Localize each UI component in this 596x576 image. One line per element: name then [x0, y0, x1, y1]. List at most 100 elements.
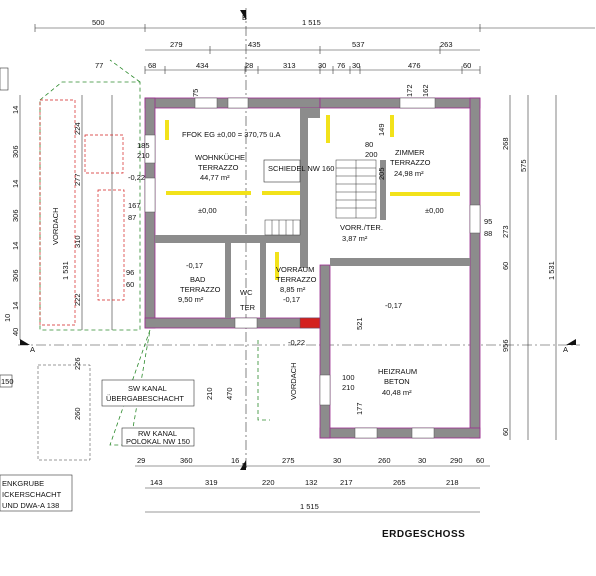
terrace-left-outline — [39, 99, 76, 326]
opening-470: 210 — [205, 387, 214, 400]
dim-bottom-217: 217 — [340, 478, 353, 487]
dim-bottom-260: 260 — [378, 456, 391, 465]
dim-left-306b: 306 — [11, 209, 20, 222]
level-heizraum: -0,17 — [385, 301, 402, 310]
opening-205: 205 — [377, 167, 386, 180]
section-arrow-b-top — [240, 10, 246, 20]
wc-floor: TER — [240, 303, 256, 312]
dim-top-30a: 30 — [318, 61, 326, 70]
dim-bottom-290: 290 — [450, 456, 463, 465]
vorr-ter-name: VORR./TER. — [340, 223, 383, 232]
vorr-ter-area: 3,87 m² — [342, 234, 368, 243]
section-mark-b-top: B — [242, 13, 247, 22]
dim-top-30b: 30 — [352, 61, 360, 70]
wohnkueche-area: 44,77 m² — [200, 173, 230, 182]
zimmer-name: ZIMMER — [395, 148, 425, 157]
opening-60: 60 — [126, 280, 134, 289]
dim-left-10: 10 — [3, 314, 12, 322]
dim-top-476: 476 — [408, 61, 421, 70]
dim-top-435: 435 — [248, 40, 261, 49]
dim-bottom-60: 60 — [476, 456, 484, 465]
opening-260: 226 — [73, 357, 82, 370]
wohnkueche-floor: TERRAZZO — [198, 163, 239, 172]
opening-172: 172 — [405, 84, 414, 97]
heizraum-floor: BETON — [384, 377, 410, 386]
planter-2 — [97, 189, 125, 301]
sw-kanal-line2: ÜBERGABESCHACHT — [106, 394, 184, 403]
opening-200: 200 — [365, 150, 378, 159]
wc-name: WC — [240, 288, 253, 297]
section-mark-b-bottom: B — [242, 461, 247, 470]
senkgrube-box: ENKGRUBE ICKERSCHACHT UND DWA-A 138 — [0, 474, 73, 512]
wohnkueche-name: WOHNKÜCHE — [195, 153, 245, 162]
vordach-left-label: VORDACH — [51, 207, 60, 245]
opening-210b: 210 — [342, 383, 355, 392]
dim-left-306a: 306 — [11, 145, 20, 158]
dim-bottom-220: 220 — [262, 478, 275, 487]
section-arrow-a-right — [566, 339, 576, 345]
dim-bottom-218: 218 — [446, 478, 459, 487]
dim-bottom-319: 319 — [205, 478, 218, 487]
rw-kanal-line1: RW KANAL — [138, 429, 177, 438]
opening-177: 177 — [355, 402, 364, 415]
vorraum-floor: TERRAZZO — [276, 275, 317, 284]
dim-bottom-275: 275 — [282, 456, 295, 465]
dim-bottom-143: 143 — [150, 478, 163, 487]
opening-210a: 210 — [137, 151, 150, 160]
chimney — [263, 159, 301, 183]
dimension-chains-right — [509, 95, 557, 440]
level-wohnkueche: ±0,00 — [198, 206, 217, 215]
level-entrance: -0,22 — [288, 338, 305, 347]
zimmer-floor: TERRAZZO — [390, 158, 431, 167]
dim-right-956: 956 — [501, 339, 510, 352]
dim-top-263: 263 — [440, 40, 453, 49]
dim-right-575: 575 — [519, 159, 528, 172]
opening-80: 80 — [365, 140, 373, 149]
opening-88: 88 — [484, 229, 492, 238]
dim-top-68: 68 — [148, 61, 156, 70]
opening-87: 87 — [128, 213, 136, 222]
section-arrow-b-bottom — [240, 460, 246, 470]
vordach-bottom-label: VORDACH — [289, 362, 298, 400]
dimension-chains-bottom — [135, 465, 490, 513]
section-mark-a-left: A — [30, 345, 35, 354]
dim-right-60a: 60 — [501, 262, 510, 270]
vorraum-name: VORRAUM — [276, 265, 314, 274]
opening-149: 149 — [377, 123, 386, 136]
bad-name: BAD — [190, 275, 206, 284]
senkgrube-line1: ENKGRUBE — [2, 479, 44, 488]
dim-top-76: 76 — [337, 61, 345, 70]
dim-left-222: 222 — [73, 293, 82, 306]
level-vorraum: -0,17 — [283, 295, 300, 304]
section-arrow-a-left — [20, 339, 30, 345]
dim-left-306c: 306 — [11, 269, 20, 282]
staircase — [264, 159, 377, 236]
dim-top-1515: 1 515 — [302, 18, 321, 27]
sw-kanal-line1: SW KANAL — [128, 384, 167, 393]
dim-right-1531: 1 531 — [547, 261, 556, 280]
dim-bottom-265: 265 — [393, 478, 406, 487]
opening-75: 75 — [191, 89, 200, 97]
senkgrube-line2: ICKERSCHACHT — [2, 490, 62, 499]
dim-bottom-1515: 1 515 — [300, 502, 319, 511]
opening-167: 167 — [128, 201, 141, 210]
rw-kanal-line2: POLOKAL NW 150 — [126, 437, 190, 446]
dim-left-1531: 1 531 — [61, 261, 70, 280]
senkgrube-line3: UND DWA-A 138 — [2, 501, 59, 510]
heizraum-name: HEIZRAUM — [378, 367, 417, 376]
dim-top-279: 279 — [170, 40, 183, 49]
planter-1 — [84, 134, 124, 174]
dim-bottom-29: 29 — [137, 456, 145, 465]
vorraum-area: 8,85 m² — [280, 285, 306, 294]
dim-bottom-30b: 30 — [418, 456, 426, 465]
bad-floor: TERRAZZO — [180, 285, 221, 294]
dim-right-273: 273 — [501, 225, 510, 238]
opening-95: 95 — [484, 217, 492, 226]
dim-bottom-132: 132 — [305, 478, 318, 487]
opening-237: 260 — [73, 407, 82, 420]
dim-top-28: 28 — [245, 61, 253, 70]
zimmer-area: 24,98 m² — [394, 169, 424, 178]
sw-kanal-box: SW KANAL ÜBERGABESCHACHT — [101, 379, 195, 407]
heizraum-area: 40,48 m² — [382, 388, 412, 397]
